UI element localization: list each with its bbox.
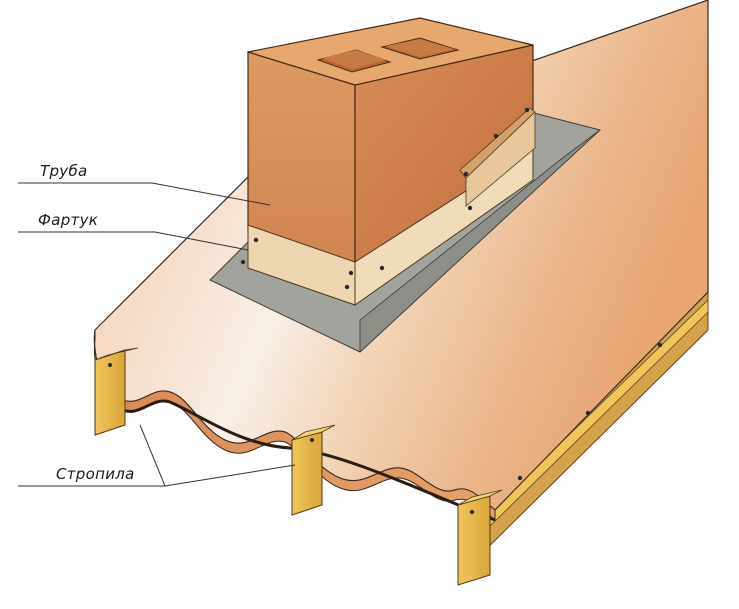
- rafter-middle: [291, 424, 336, 516]
- rafter-left: [94, 347, 139, 436]
- apron-label: Фартук: [38, 211, 99, 229]
- rafter-right: [457, 489, 503, 586]
- rafters-label: Стропила: [56, 465, 135, 483]
- pipe-leader: [18, 182, 271, 206]
- apron-leader: [18, 231, 249, 251]
- edge-screws: [517, 342, 663, 481]
- apron: [240, 107, 536, 306]
- rafters-leader-2: [164, 464, 296, 487]
- leader-lines: [18, 182, 296, 487]
- pipe-label: Труба: [40, 162, 88, 180]
